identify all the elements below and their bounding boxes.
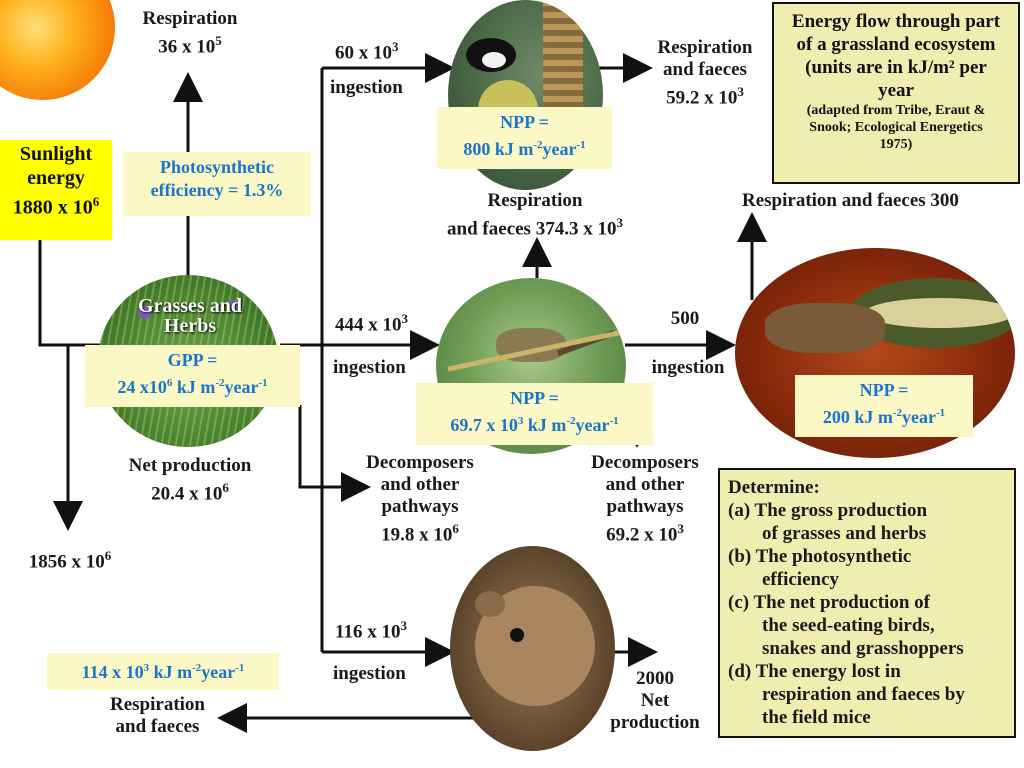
title-source: (adapted from Tribe, Eraut & Snook; Ecol…	[806, 103, 986, 152]
question-b-cont: efficiency	[762, 569, 840, 590]
mice-ingestion-value: 116 x 103	[335, 618, 407, 643]
mice-respiration-box: 114 x 103 kJ m-2year-1	[47, 653, 279, 690]
mice-respiration-label: Respiration and faeces	[110, 694, 205, 737]
grasses-herbs-label: Grasses and Herbs	[138, 295, 242, 337]
field-mouse-image	[450, 546, 615, 751]
question-d-cont2: the field mice	[762, 707, 871, 728]
grasses-net-production: Net production 20.4 x 106	[128, 455, 252, 505]
gpp-box: GPP = 24 x106 kJ m-2year-1	[85, 345, 300, 407]
mice-net-production: 2000 Net production	[610, 668, 700, 733]
question-c: (c) The net production of	[728, 592, 930, 613]
sun-respiration-label: Respiration 36 x 105	[142, 8, 238, 58]
snake-respiration-label: Respiration and faeces 300	[742, 190, 959, 211]
grasshopper-ingestion-value: 444 x 103	[335, 311, 408, 336]
question-c-cont2: snakes and grasshoppers	[762, 638, 964, 659]
title-box: Energy flow through part of a grassland …	[772, 2, 1020, 184]
determine-heading: Determine:	[728, 477, 820, 498]
sunlight-energy-box: Sunlight energy 1880 x 106	[0, 140, 112, 240]
birds-ingestion-value: 60 x 103	[335, 39, 399, 64]
question-d: (d) The energy lost in	[728, 661, 901, 682]
question-d-cont1: respiration and faeces by	[762, 684, 965, 705]
snake-ingestion-value: 500	[670, 308, 700, 329]
decomposers-grasshopper-label: Decomposers and other pathways 69.2 x 10…	[591, 452, 699, 546]
snake-ingestion-label: ingestion	[651, 357, 725, 378]
photosynthetic-efficiency-box: Photosynthetic efficiency = 1.3%	[123, 152, 311, 216]
title-text: Energy flow through part of a grassland …	[791, 11, 1001, 101]
birds-respiration-label: Respiration and faeces 59.2 x 103	[657, 37, 753, 109]
sunlight-value: 1880 x 106	[12, 194, 100, 219]
grasshopper-respiration-label: Respiration and faeces 374.3 x 103	[447, 190, 623, 240]
sunlight-label: Sunlight energy	[19, 143, 93, 189]
snake-npp-box: NPP = 200 kJ m-2year-1	[795, 375, 973, 437]
decomposers-grasses-label: Decomposers and other pathways 19.8 x 10…	[366, 452, 474, 546]
mice-ingestion-label: ingestion	[333, 663, 406, 684]
question-b: (b) The photosynthetic	[728, 546, 912, 567]
energy-lost-value: 1856 x 106	[28, 548, 112, 573]
grasshopper-ingestion-label: ingestion	[333, 357, 406, 378]
grasshopper-npp-box: NPP = 69.7 x 103 kJ m-2year-1	[416, 383, 653, 445]
determine-box: Determine: (a) The gross production of g…	[718, 468, 1016, 738]
birds-npp-box: NPP = 800 kJ m-2year-1	[437, 107, 612, 169]
question-a: (a) The gross production	[728, 500, 928, 521]
birds-ingestion-label: ingestion	[330, 77, 403, 98]
question-c-cont1: the seed-eating birds,	[762, 615, 935, 636]
question-a-cont: of grasses and herbs	[762, 523, 927, 544]
